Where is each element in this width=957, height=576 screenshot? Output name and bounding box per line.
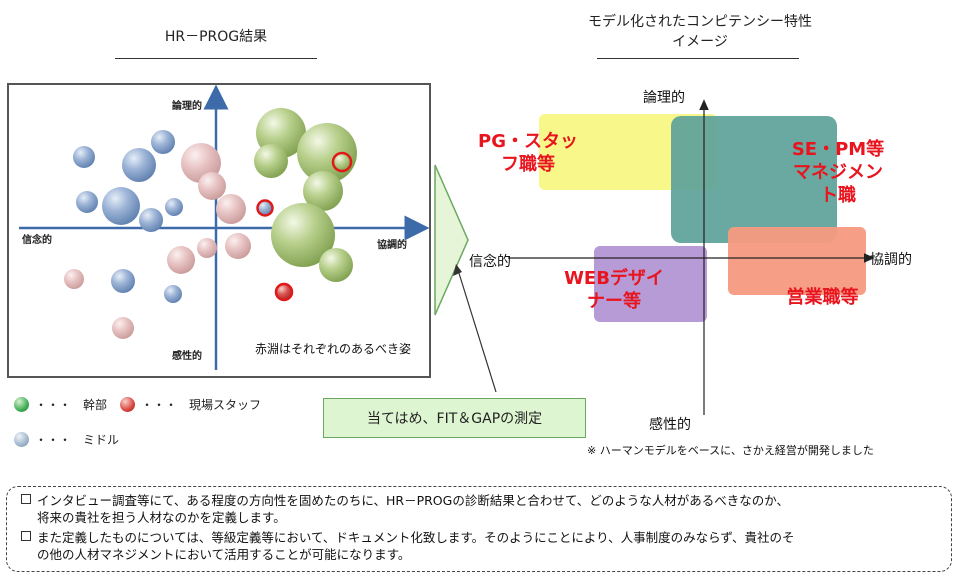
bubble-executive: [254, 144, 288, 178]
legend-middle: ・・・ ミドル: [14, 431, 119, 448]
chart-note: 赤淵はそれぞれのあるべき姿: [255, 342, 412, 356]
checkbox-icon: [21, 494, 31, 504]
bubble-middle: [139, 208, 163, 232]
bubble-middle: [111, 269, 135, 293]
chevron-arrow: [434, 164, 497, 393]
legend-field-staff-dot: [120, 397, 135, 412]
zone-pg-label: PG・スタッ フ職等: [468, 130, 588, 176]
chart-axis-top-label: 論理的: [172, 101, 202, 112]
target-field-staff-marker: [274, 282, 294, 302]
zone-pg-label-line2: フ職等: [501, 154, 555, 175]
legend-executive-dot: [14, 397, 29, 412]
zone-web-designer: [594, 246, 707, 322]
bubble-middle: [73, 146, 95, 168]
bubble-chart: 論理的 信念的 協調的 感性的 赤淵はそれぞれのあるべき姿: [7, 83, 431, 378]
note-item-1: インタビュー調査等にて、ある程度の方向性を固めたのちに、HR－PROGの診断結果…: [21, 492, 941, 526]
note-2-continuation: の他の人材マネジメントにおいて活用することが可能になります。: [37, 547, 411, 562]
model-axis-left-label: 信念的: [469, 254, 511, 270]
right-title-line1: モデル化されたコンピテンシー特性: [588, 14, 812, 30]
zone-web-label-line2: ナー等: [587, 291, 641, 312]
right-title-underline: [597, 58, 799, 59]
competency-model: [508, 99, 875, 415]
chevron-shape: [434, 164, 469, 316]
model-axis-top-label: 論理的: [643, 90, 685, 106]
bubble-field-staff: [167, 246, 195, 274]
bubble-field-staff: [225, 233, 251, 259]
note-2-text: また定義したものについては、等級定義等において、ドキュメント化致します。そのよう…: [37, 530, 795, 545]
bubble-chart-svg: [19, 85, 429, 370]
pointer-line: [457, 269, 497, 393]
note-1-text: インタビュー調査等にて、ある程度の方向性を固めたのちに、HR－PROGの診断結果…: [37, 493, 789, 508]
legend-middle-label: ・・・ ミドル: [35, 433, 120, 447]
checkbox-icon: [21, 531, 31, 541]
zone-pg-label-line1: PG・スタッ: [478, 131, 578, 152]
chart-axis-left-label: 信念的: [22, 235, 52, 246]
legend-field-staff-label: ・・・ 現場スタッフ: [141, 398, 262, 412]
target-middle-marker: [256, 199, 274, 217]
zone-sales: [728, 227, 866, 295]
bubble-middle: [165, 198, 183, 216]
notes-box: インタビュー調査等にて、ある程度の方向性を固めたのちに、HR－PROGの診断結果…: [6, 486, 952, 572]
bubble-field-staff: [198, 172, 226, 200]
bubble-executive: [303, 171, 343, 211]
pointer-arrowhead: [453, 264, 462, 276]
zone-se-pm: [671, 116, 837, 243]
zone-web-label-line1: WEBデザイ: [564, 268, 664, 289]
right-title-line2: イメージ: [672, 34, 728, 50]
legend-field-staff: ・・・ 現場スタッフ: [120, 396, 261, 413]
chart-axis-bottom-label: 感性的: [172, 351, 202, 362]
bubble-field-staff: [197, 238, 217, 258]
bubble-middle: [151, 130, 175, 154]
bubble-middle: [76, 191, 98, 213]
fit-gap-box: 当てはめ、FIT＆GAPの測定: [323, 398, 586, 438]
bubble-middle: [122, 148, 156, 182]
footnote: ※ ハーマンモデルをベースに、さかえ経営が開発しました: [587, 444, 874, 457]
bubble-middle: [164, 285, 182, 303]
bubble-field-staff: [112, 317, 134, 339]
bubble-executive: [271, 203, 335, 267]
zone-se-label-line3: ト職: [820, 185, 856, 206]
legend-executive: ・・・ 幹部: [14, 396, 107, 413]
note-1-continuation: 将来の貴社を担う人材なのかを定義します。: [37, 510, 286, 525]
zone-web-label: WEBデザイ ナー等: [549, 267, 679, 313]
target-executive-marker: [331, 151, 353, 173]
chart-axis-right-label: 協調的: [377, 240, 407, 251]
bubble-executive: [319, 248, 353, 282]
zone-sales-label: 営業職等: [786, 287, 859, 308]
legend-middle-dot: [14, 432, 29, 447]
bubble-field-staff: [216, 194, 246, 224]
left-title-underline: [115, 58, 317, 59]
model-axis-right-label: 協調的: [870, 252, 912, 268]
note-item-2: また定義したものについては、等級定義等において、ドキュメント化致します。そのよう…: [21, 529, 941, 563]
bubble-middle: [102, 187, 140, 225]
bubble-field-staff: [64, 269, 84, 289]
legend-executive-label: ・・・ 幹部: [35, 398, 108, 412]
model-axis-bottom-label: 感性的: [649, 417, 691, 433]
left-title: HR－PROG結果: [164, 29, 268, 45]
zone-se-label-line2: マネジメン: [793, 162, 883, 183]
zone-se-label-line1: SE・PM等: [791, 139, 885, 160]
right-title: モデル化されたコンピテンシー特性 イメージ: [570, 12, 830, 52]
zone-se-label: SE・PM等 マネジメン ト職: [778, 138, 898, 207]
